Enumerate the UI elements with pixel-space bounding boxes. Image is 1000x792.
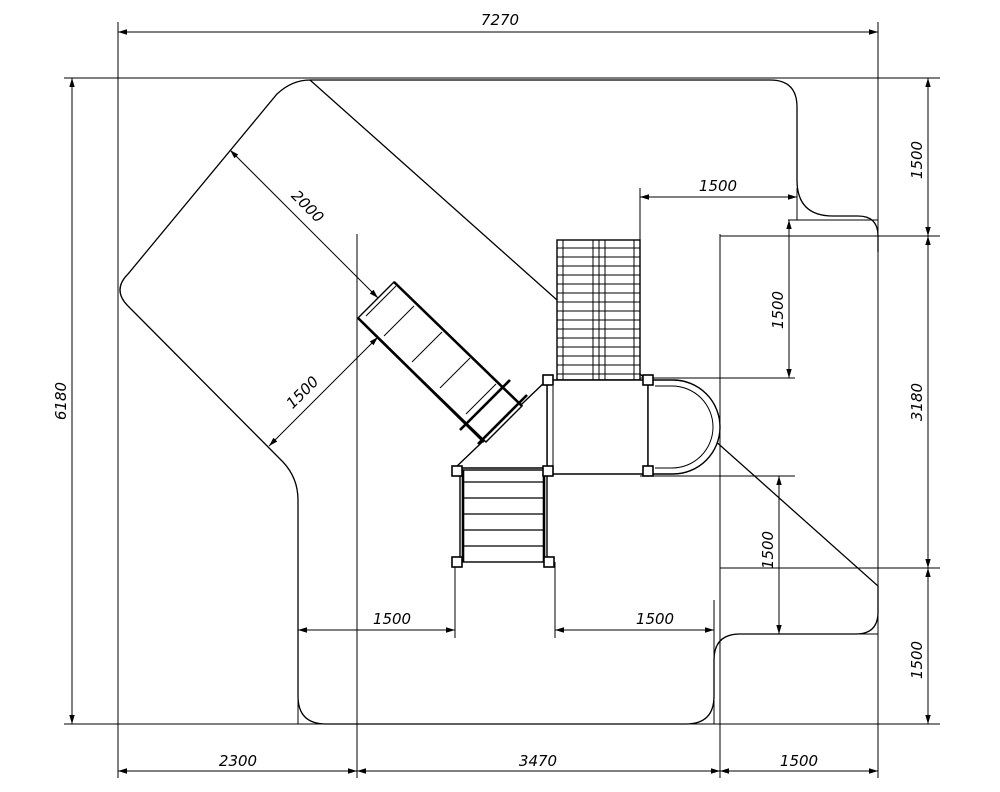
play-equipment bbox=[357, 239, 721, 568]
platform-arch bbox=[647, 379, 721, 475]
dim-bottom-right-offset: 1500 bbox=[636, 610, 674, 628]
slide bbox=[357, 281, 528, 445]
dim-right-top: 1500 bbox=[908, 141, 926, 179]
dim-right-bottom: 1500 bbox=[908, 641, 926, 679]
safety-zone-outline bbox=[119, 79, 879, 725]
dim-bottom-right: 1500 bbox=[780, 752, 818, 770]
dim-bottom-left-offset: 1500 bbox=[373, 610, 411, 628]
main-platform bbox=[546, 379, 649, 475]
dim-overall-height: 6180 bbox=[52, 382, 70, 420]
dim-slide-offset: 1500 bbox=[283, 373, 323, 413]
extension-lines bbox=[64, 22, 940, 778]
dim-bottom-middle: 3470 bbox=[519, 752, 557, 770]
dim-bottom-left: 2300 bbox=[219, 752, 257, 770]
support-posts bbox=[451, 374, 654, 568]
dim-top-right-width: 1500 bbox=[699, 177, 737, 195]
lower-stairs bbox=[459, 469, 548, 563]
dimension-lines bbox=[69, 29, 931, 774]
dim-slide-length: 2000 bbox=[288, 187, 328, 227]
dim-right-middle: 3180 bbox=[908, 383, 926, 421]
dim-right-upper-zone: 1500 bbox=[769, 291, 787, 329]
dim-right-lower-zone: 1500 bbox=[759, 531, 777, 569]
dim-overall-width: 7270 bbox=[481, 11, 519, 29]
climbing-ladder-top bbox=[556, 239, 641, 381]
